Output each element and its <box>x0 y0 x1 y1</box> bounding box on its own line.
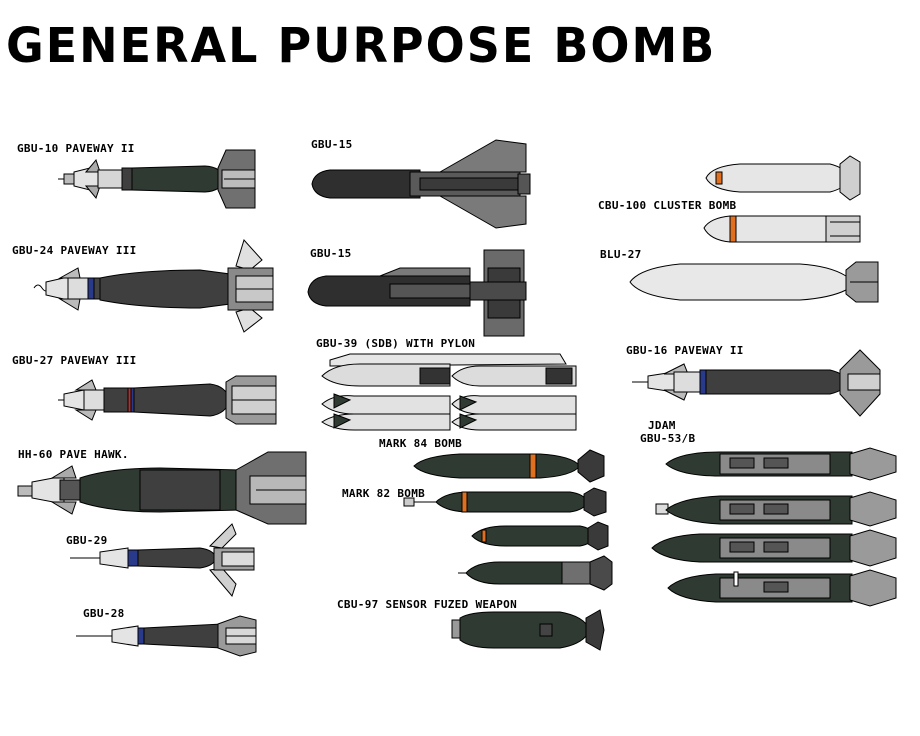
bomb-gbu-15-top <box>311 139 531 229</box>
label-gbu-39: GBU-39 (SDB) WITH PYLON <box>316 337 476 350</box>
bomb-jdam-1 <box>665 447 897 481</box>
label-blu-27: BLU-27 <box>600 248 642 261</box>
bomb-gbu-29 <box>70 523 255 598</box>
label-gbu-28: GBU-28 <box>83 607 125 620</box>
label-gbu-27: GBU-27 PAVEWAY III <box>12 354 137 367</box>
bomb-cbu-97 <box>451 609 605 651</box>
bomb-jdam-2 <box>655 491 897 527</box>
label-gbu-24: GBU-24 PAVEWAY III <box>12 244 137 257</box>
label-gbu-53b: GBU-53/B <box>640 432 696 445</box>
bomb-gbu-24 <box>33 239 274 333</box>
label-cbu-97: CBU-97 SENSOR FUZED WEAPON <box>337 598 517 611</box>
label-jdam: JDAM <box>648 419 676 432</box>
label-cbu-100: CBU-100 CLUSTER BOMB <box>598 199 737 212</box>
bomb-mark-82 <box>403 487 607 517</box>
bomb-hh-60 <box>17 451 307 525</box>
label-hh-60: HH-60 PAVE HAWK. <box>18 448 129 461</box>
bomb-blu-27 <box>629 261 879 303</box>
bomb-gbu-15-bottom <box>307 249 527 337</box>
bomb-gbu-28 <box>76 615 257 657</box>
label-gbu-10: GBU-10 PAVEWAY II <box>17 142 135 155</box>
page-title: GENERAL PURPOSE BOMB <box>6 16 717 74</box>
label-gbu-16: GBU-16 PAVEWAY II <box>626 344 744 357</box>
bomb-cbu-100 <box>703 215 861 243</box>
bomb-jdam-4 <box>667 569 897 607</box>
bomb-mark-82-variant-3 <box>458 555 613 591</box>
bomb-mark-82-variant-2 <box>471 521 609 551</box>
bomb-gbu-27 <box>58 375 277 425</box>
bomb-cbu-100-top <box>705 155 861 201</box>
label-mark-82: MARK 82 BOMB <box>342 487 426 500</box>
bomb-gbu-39 <box>321 353 577 431</box>
bomb-gbu-10 <box>58 149 256 209</box>
bomb-mark-84 <box>413 449 605 483</box>
label-gbu-15-top: GBU-15 <box>311 138 353 151</box>
label-gbu-15-bottom: GBU-15 <box>310 247 352 260</box>
label-gbu-29: GBU-29 <box>66 534 108 547</box>
bomb-jdam-3 <box>651 529 897 567</box>
label-mark-84: MARK 84 BOMB <box>379 437 463 450</box>
bomb-gbu-16 <box>632 349 881 417</box>
